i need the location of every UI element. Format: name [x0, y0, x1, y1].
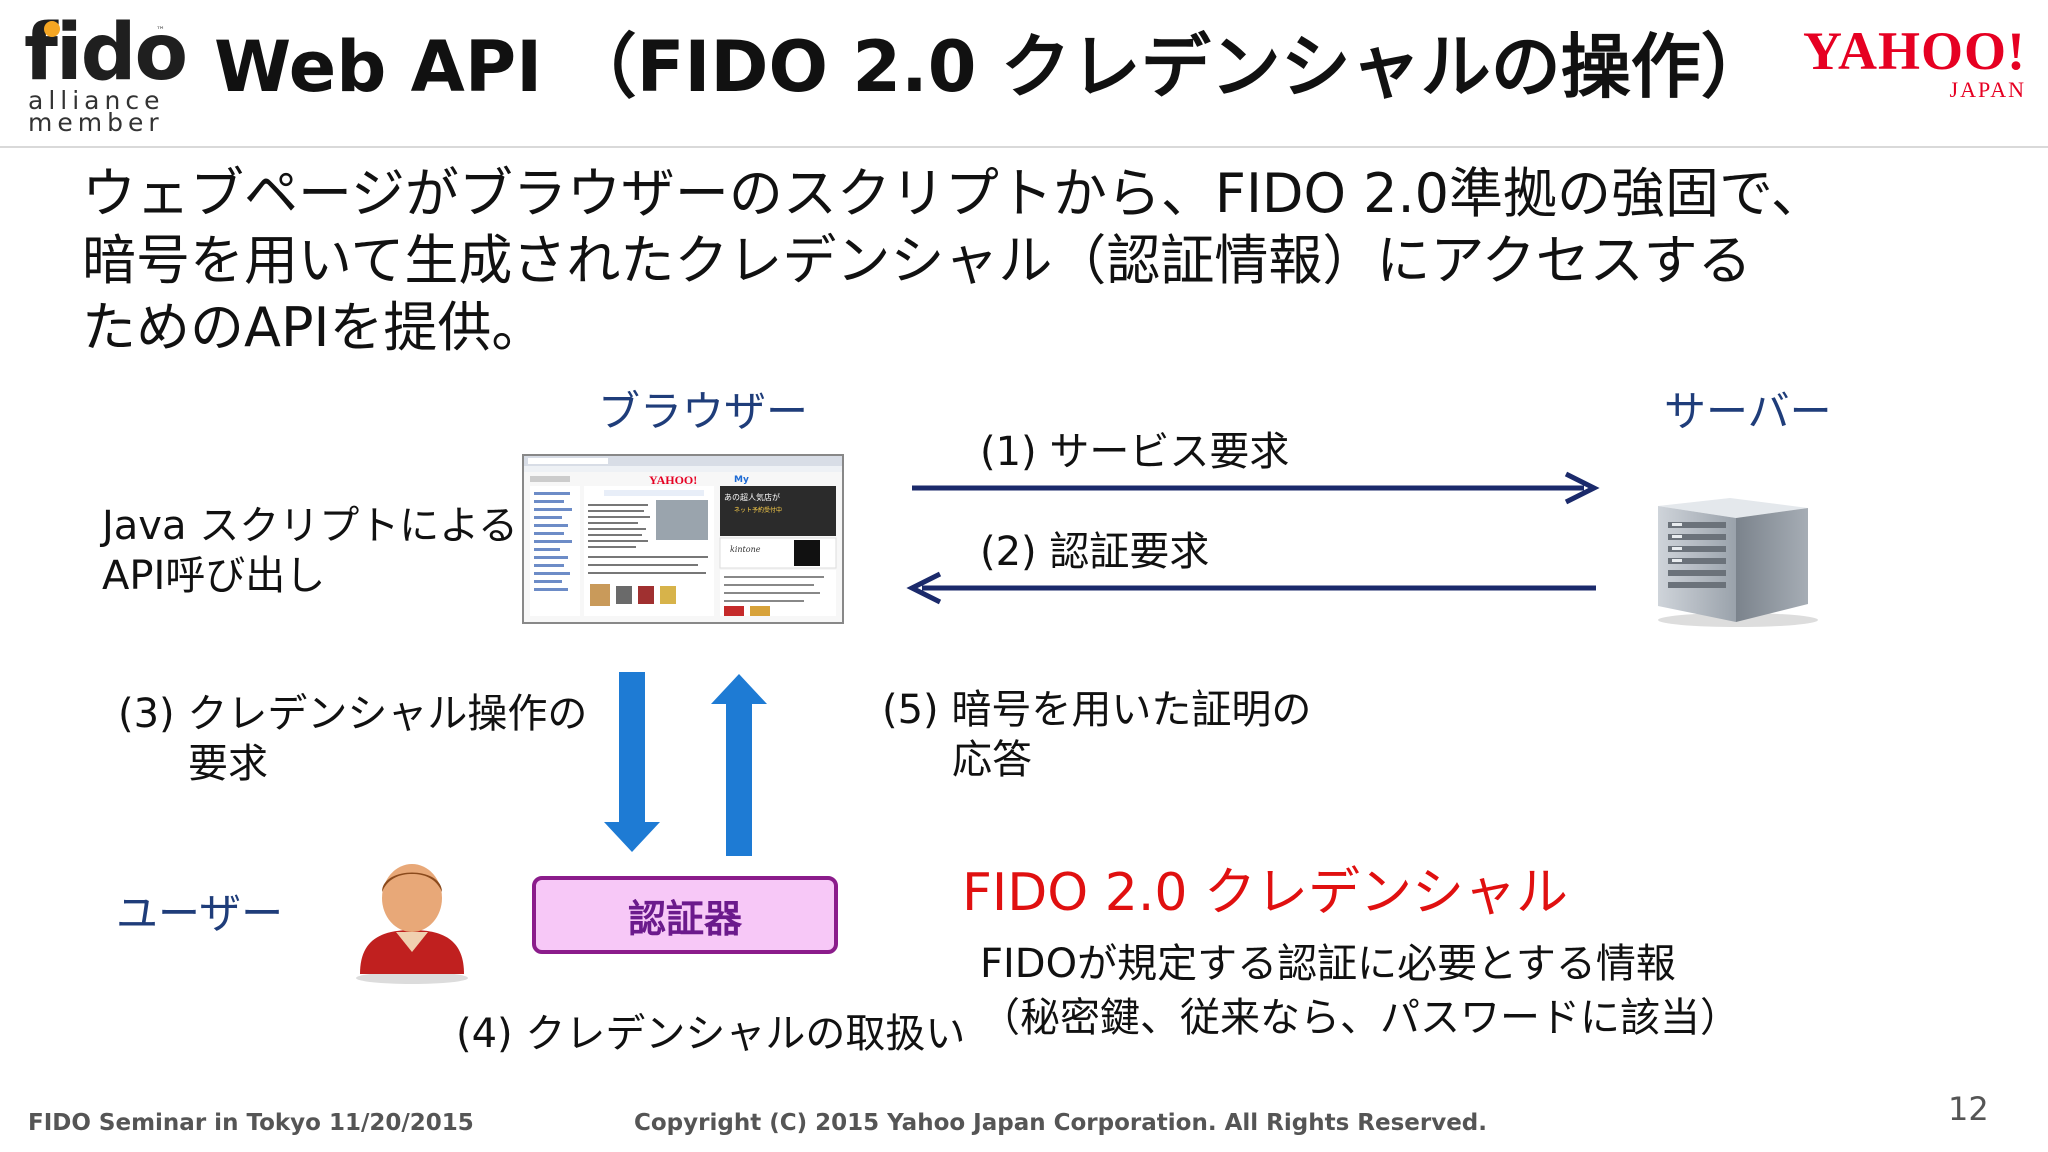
fido-trademark: ™	[156, 26, 165, 36]
fido-logo-line2: member	[28, 108, 164, 137]
page-number: 12	[1948, 1090, 1989, 1128]
user-label: ユーザー	[116, 889, 284, 938]
arrow-attestation-response	[711, 674, 767, 856]
step2-label: (2) 認証要求	[980, 529, 1210, 575]
footer-seminar: FIDO Seminar in Tokyo 11/20/2015	[28, 1110, 474, 1136]
yahoo-wordmark: YAHOO!	[1802, 21, 2026, 81]
fido-credential-desc1: FIDOが規定する認証に必要とする情報	[980, 941, 1676, 987]
header-divider	[0, 146, 2048, 148]
yahoo-japan-sub: JAPAN	[1949, 77, 2026, 102]
fido-alliance-logo: fido ™ alliance member	[24, 14, 188, 135]
intro-line-3: ためのAPIを提供。	[82, 296, 546, 359]
slide-title: Web API （FIDO 2.0 クレデンシャルの操作）	[214, 26, 1771, 108]
browser-screenshot: YAHOO! My あの超人気店が ネット予約受付中 kintone	[522, 454, 844, 624]
browser-ad-text2: ネット予約受付中	[734, 506, 782, 514]
browser-my-mini: My	[734, 475, 749, 485]
fido-accent-icon	[44, 21, 60, 37]
js-call-line2: API呼び出し	[102, 553, 326, 599]
browser-ad-text1: あの超人気店が	[724, 492, 780, 502]
step4-label: (4) クレデンシャルの取扱い	[456, 1011, 966, 1057]
intro-line-1: ウェブページがブラウザーのスクリプトから、FIDO 2.0準拠の強固で、	[82, 162, 1825, 225]
yahoo-japan-logo: YAHOO! JAPAN	[1786, 24, 2026, 104]
step3-line1: (3) クレデンシャル操作の	[118, 691, 588, 737]
intro-paragraph: ウェブページがブラウザーのスクリプトから、FIDO 2.0準拠の強固で、 暗号を…	[82, 160, 1962, 361]
fido-credential-desc2: （秘密鍵、従来なら、パスワードに該当）	[980, 995, 1740, 1041]
step3-line2: 要求	[188, 741, 268, 787]
browser-ad-brand: kintone	[730, 545, 761, 554]
arrow-credential-request	[604, 672, 660, 852]
js-call-line1: Java スクリプトによる	[102, 503, 519, 549]
browser-label: ブラウザー	[598, 387, 809, 436]
server-label: サーバー	[1664, 387, 1832, 436]
browser-yahoo-mini: YAHOO!	[649, 473, 697, 487]
authenticator-box: 認証器	[532, 876, 838, 954]
fido-logo-line1: alliance	[28, 86, 165, 115]
step5-line2: 応答	[952, 737, 1032, 783]
browser-screenshot-art: YAHOO! My あの超人気店が ネット予約受付中 kintone	[524, 456, 842, 616]
arrow-service-request	[912, 471, 1600, 505]
intro-line-2: 暗号を用いて生成されたクレデンシャル（認証情報）にアクセスする	[82, 229, 1752, 292]
server-icon	[1658, 498, 1818, 627]
fido-credential-title: FIDO 2.0 クレデンシャル	[962, 863, 1568, 923]
footer-copyright: Copyright (C) 2015 Yahoo Japan Corporati…	[634, 1110, 1488, 1136]
step5-line1: (5) 暗号を用いた証明の	[882, 687, 1312, 733]
arrow-auth-request	[906, 571, 1596, 605]
user-icon	[356, 864, 468, 984]
step1-label: (1) サービス要求	[980, 429, 1290, 475]
